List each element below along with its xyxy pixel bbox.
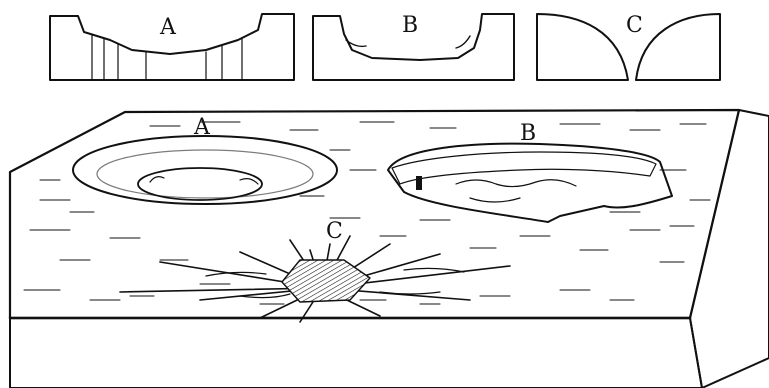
crater-c bbox=[120, 236, 510, 322]
labels: A B C A B C bbox=[159, 13, 643, 244]
profile-b-label: B bbox=[402, 13, 418, 38]
crater-c-label: C bbox=[326, 219, 343, 244]
crater-a-label: A bbox=[193, 115, 211, 140]
profile-c-label: C bbox=[626, 13, 643, 38]
crater-b-label: B bbox=[520, 121, 536, 146]
ground-block bbox=[10, 110, 769, 388]
crater-a bbox=[73, 136, 337, 204]
profile-a-label: A bbox=[159, 15, 177, 40]
crater-b bbox=[388, 144, 672, 222]
